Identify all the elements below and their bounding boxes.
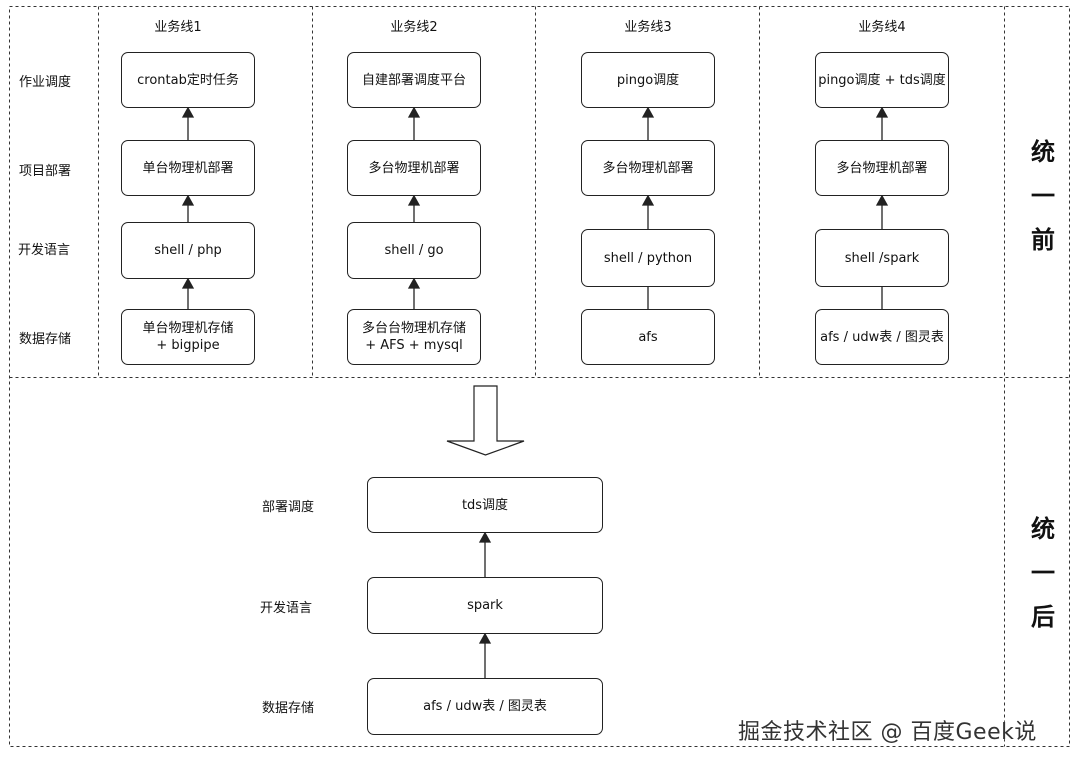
arrowhead-c2-2: [407, 194, 421, 206]
arrowhead-c3-2: [641, 194, 655, 206]
bottom-row-label-language: 开发语言: [260, 601, 313, 616]
arrowhead-c1-3: [181, 277, 195, 289]
c2-language-box: shell / go: [347, 222, 481, 279]
arrowhead-c2-1: [407, 106, 421, 118]
c1-language-box: shell / php: [121, 222, 255, 279]
c3-deployment-box: 多台物理机部署: [581, 140, 715, 196]
bottom-scheduling-box: tds调度: [367, 477, 603, 533]
c1-scheduling-box: crontab定时任务: [121, 52, 255, 108]
c4-storage-box: afs / udw表 / 图灵表: [815, 309, 949, 365]
c1-deployment-box: 单台物理机部署: [121, 140, 255, 196]
arrowhead-c1-2: [181, 194, 195, 206]
arrowhead-c4-2: [875, 194, 889, 206]
bottom-row-label-scheduling: 部署调度: [262, 500, 315, 515]
column-title-3: 业务线3: [624, 20, 672, 35]
side-label-before: 统 一 前: [1031, 138, 1055, 254]
arrowhead-b-1: [478, 531, 492, 543]
row-label-scheduling: 作业调度: [19, 75, 72, 90]
row-label-language: 开发语言: [18, 243, 71, 258]
column-title-2: 业务线2: [390, 20, 438, 35]
outer-frame: [9, 6, 1070, 747]
arrowhead-c4-1: [875, 106, 889, 118]
transition-down-arrow: [446, 385, 525, 456]
c2-deployment-box: 多台物理机部署: [347, 140, 481, 196]
bottom-language-box: spark: [367, 577, 603, 634]
c1-storage-box: 单台物理机存储 + bigpipe: [121, 309, 255, 365]
bottom-storage-box: afs / udw表 / 图灵表: [367, 678, 603, 735]
c2-storage-box: 多台台物理机存储 + AFS + mysql: [347, 309, 481, 365]
column-title-4: 业务线4: [858, 20, 906, 35]
row-label-deployment: 项目部署: [19, 164, 72, 179]
bottom-row-label-storage: 数据存储: [262, 701, 315, 716]
c4-language-box: shell /spark: [815, 229, 949, 287]
row-label-storage: 数据存储: [19, 332, 72, 347]
side-label-after: 统 一 后: [1031, 515, 1055, 631]
column-title-1: 业务线1: [154, 20, 202, 35]
c2-scheduling-box: 自建部署调度平台: [347, 52, 481, 108]
arrowhead-c2-3: [407, 277, 421, 289]
c3-language-box: shell / python: [581, 229, 715, 287]
c3-storage-box: afs: [581, 309, 715, 365]
arrowhead-b-2: [478, 632, 492, 644]
arrowhead-c1-1: [181, 106, 195, 118]
c4-scheduling-box: pingo调度 + tds调度: [815, 52, 949, 108]
watermark-text: 掘金技术社区 @ 百度Geek说: [738, 720, 1037, 745]
c4-deployment-box: 多台物理机部署: [815, 140, 949, 196]
arrowhead-c3-1: [641, 106, 655, 118]
c3-scheduling-box: pingo调度: [581, 52, 715, 108]
